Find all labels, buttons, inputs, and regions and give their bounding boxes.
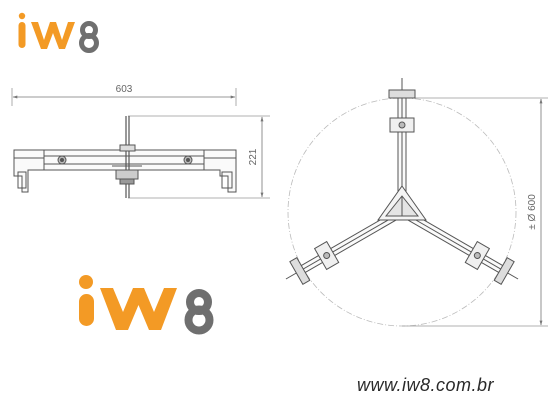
logo-large-w-letter <box>100 288 177 330</box>
logo-large-i-letter <box>79 275 94 326</box>
width-dimension-label: 603 <box>116 84 133 95</box>
website-url[interactable]: www.iw8.com.br <box>356 375 494 395</box>
logo-8-digit <box>79 21 99 53</box>
brand-logo-large <box>79 275 214 335</box>
logo-i-letter <box>18 12 26 48</box>
height-dimension-label: 221 <box>248 148 259 165</box>
arm-right <box>285 207 405 285</box>
arm-left <box>399 207 519 285</box>
brand-logo-small <box>18 12 99 53</box>
logo-large-8-digit <box>184 289 214 335</box>
diameter-dimension-label: ± Ø 600 <box>527 194 538 230</box>
side-view <box>11 88 270 199</box>
logo-w-letter <box>31 22 75 49</box>
top-view <box>285 78 548 327</box>
